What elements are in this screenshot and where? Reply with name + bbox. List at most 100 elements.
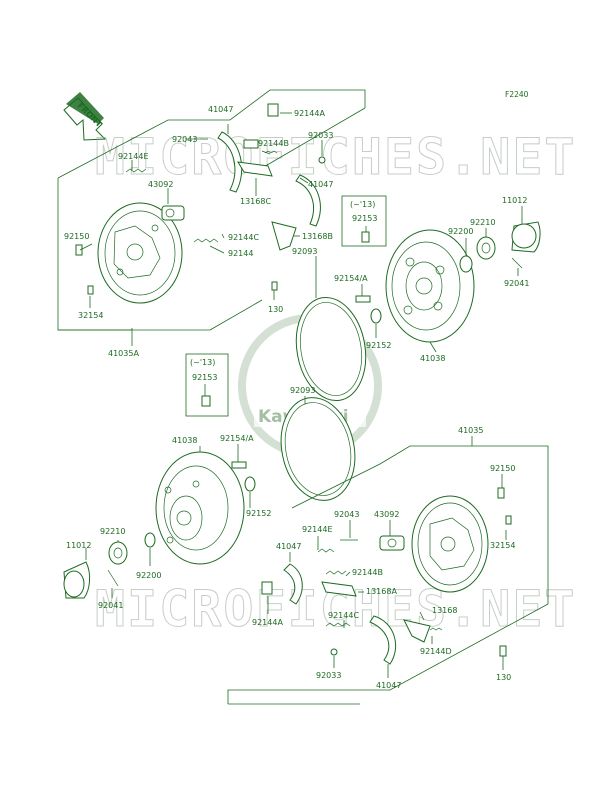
- label-92150-b: 92150: [490, 464, 515, 473]
- label-11012-a: 11012: [502, 196, 527, 205]
- note-upper: (~'13): [350, 200, 375, 209]
- backing-plate-upper: [97, 202, 183, 304]
- spring-92144e: [125, 168, 147, 173]
- bolt-32154: [87, 285, 94, 295]
- label-92200-a: 92200: [448, 227, 473, 236]
- figure-code: F2240: [505, 90, 529, 99]
- label-92144c-b: 92144C: [328, 611, 359, 620]
- center-group-labels: 92153 92154/A 92152 41038 92200 92210 11…: [192, 196, 529, 395]
- note-lower: (~'13): [190, 358, 215, 367]
- label-92152-b: 92152: [246, 509, 271, 518]
- label-92093-b: 92093: [290, 386, 315, 395]
- label-41047-c: 41047: [276, 542, 301, 551]
- bolt-92153-upper: [361, 231, 370, 243]
- label-32154-b: 32154: [490, 541, 515, 550]
- label-92210-b: 92210: [100, 527, 125, 536]
- spring-92144d: [429, 627, 443, 631]
- washer-92200-lower: [144, 532, 156, 548]
- label-13168a: 13168A: [366, 587, 397, 596]
- spring-92144c: [193, 238, 219, 243]
- bolt-130-upper: [271, 281, 278, 291]
- washer-92152-upper: [370, 308, 382, 324]
- label-43092: 43092: [148, 180, 173, 189]
- adjuster-13168: [403, 619, 431, 643]
- watermark-top: MICROFICHES.NET: [95, 128, 577, 186]
- label-41038-a: 41038: [420, 354, 445, 363]
- nut-92210-upper: [476, 236, 496, 260]
- bolt-130-lower: [499, 645, 507, 657]
- spring-92144b: [264, 150, 278, 154]
- label-92154a-b: 92154/A: [220, 434, 254, 443]
- label-130: 130: [268, 305, 283, 314]
- spring-92144b-lower: [325, 570, 347, 575]
- bolt-32154-lower: [505, 515, 512, 525]
- label-92041-a: 92041: [504, 279, 529, 288]
- cap-11012-upper: [511, 221, 541, 253]
- cotter-pin-92041-upper: [511, 257, 523, 269]
- lower-group-labels: 41035 41038 92154/A 92150 92043 43092 92…: [66, 426, 515, 690]
- label-92144b-b: 92144B: [352, 568, 383, 577]
- label-32154: 32154: [78, 311, 103, 320]
- seal-ring-lower: [280, 397, 356, 501]
- label-92153-b: 92153: [192, 373, 217, 382]
- backing-plate-lower: [411, 495, 489, 593]
- label-41035a: 41035A: [108, 349, 139, 358]
- note-box-lower: [185, 353, 229, 417]
- bolt-92154a-upper: [355, 295, 371, 303]
- nut-92210-lower: [108, 541, 128, 565]
- label-92144e: 92144E: [118, 152, 149, 161]
- brake-shoe-upper-a: [217, 131, 259, 193]
- label-13168: 13168: [432, 606, 457, 615]
- label-92144a: 92144A: [294, 109, 325, 118]
- label-41047-a: 41047: [208, 105, 233, 114]
- pin-92033: [318, 156, 326, 164]
- note-box-upper: [341, 195, 387, 247]
- seal-ring-upper: [295, 296, 367, 402]
- label-92150: 92150: [64, 232, 89, 241]
- spring-92144e-lower: [317, 548, 335, 553]
- pin-92033-lower: [330, 648, 338, 656]
- label-92144b: 92144B: [258, 139, 289, 148]
- adjuster-13168a: [321, 581, 357, 597]
- adjuster-13168c: [237, 161, 273, 177]
- label-130-b: 130: [496, 673, 511, 682]
- label-13168c: 13168C: [240, 197, 271, 206]
- label-92033-b: 92033: [316, 671, 341, 680]
- spring-92144c-lower: [325, 622, 351, 627]
- label-11012-b: 11012: [66, 541, 91, 550]
- label-92152-a: 92152: [366, 341, 391, 350]
- brake-shoe-upper-b: [295, 174, 321, 227]
- label-92093-a: 92093: [292, 247, 317, 256]
- leader-lines: [79, 112, 523, 678]
- label-41047-d: 41047: [376, 681, 401, 690]
- brake-shoe-lower-b: [369, 615, 397, 665]
- label-92043: 92043: [172, 135, 197, 144]
- label-92154a-a: 92154/A: [334, 274, 368, 283]
- label-92033: 92033: [308, 131, 333, 140]
- label-43092-b: 43092: [374, 510, 399, 519]
- label-92144e-b: 92144E: [302, 525, 333, 534]
- washer-92152-lower: [244, 476, 256, 492]
- label-13168b: 13168B: [302, 232, 333, 241]
- label-92153-a: 92153: [352, 214, 377, 223]
- bolt-92153-lower: [201, 395, 211, 407]
- label-41038-b: 41038: [172, 436, 197, 445]
- label-92144c: 92144C: [228, 233, 259, 242]
- bolt-92150: [75, 244, 83, 256]
- wheel-cylinder-upper: [161, 205, 185, 221]
- lower-group-frame: [227, 445, 549, 705]
- bolt-92154a-lower: [231, 461, 247, 469]
- cotter-pin-92041-lower: [107, 569, 119, 587]
- label-41047-b: 41047: [308, 180, 333, 189]
- upper-group-labels: 41047 92144A 92043 92144B 92033 92144E 4…: [64, 105, 333, 358]
- brake-drum-lower: [155, 451, 245, 565]
- label-41035: 41035: [458, 426, 483, 435]
- label-92200-b: 92200: [136, 571, 161, 580]
- upper-group-frame: [57, 89, 366, 331]
- wheel-cylinder-lower: [379, 535, 405, 551]
- bolt-92150-lower: [497, 487, 505, 499]
- washer-92200-upper: [459, 255, 473, 273]
- label-92144: 92144: [228, 249, 253, 258]
- adjuster-13168b: [271, 221, 297, 251]
